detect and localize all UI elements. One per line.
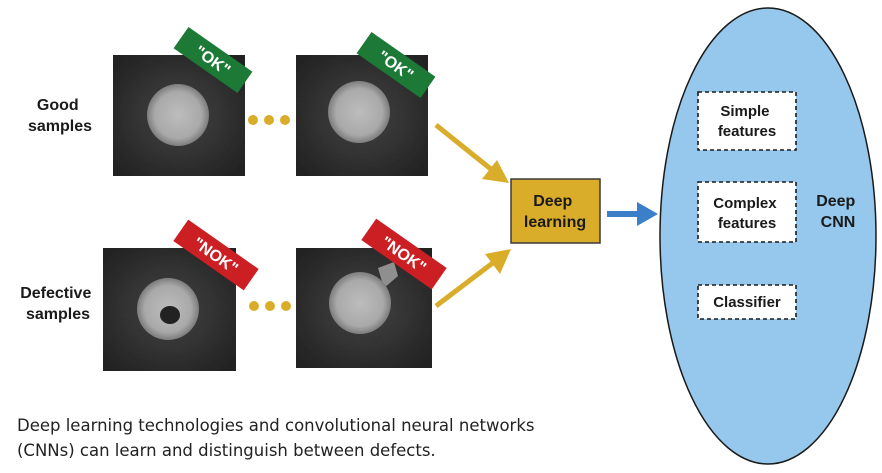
- figure-caption: Deep learning technologies and convoluti…: [17, 413, 657, 463]
- svg-text:Deep learning: Deep learning: [524, 193, 586, 231]
- deep-cnn-title: Deep CNN: [816, 193, 860, 231]
- cnn-stage-complex-features: Complex features: [697, 181, 797, 243]
- deep-learning-box: Deep learning: [510, 178, 601, 244]
- arrow-to-deep-cnn: [607, 202, 658, 226]
- cnn-stage-simple-features: Simple features: [697, 91, 797, 151]
- void-defect: [160, 306, 180, 324]
- good-samples-ellipsis: [248, 115, 290, 125]
- defective-samples-label: Defective samples: [20, 285, 96, 323]
- arrow-defective-to-deep-learning: [434, 249, 511, 308]
- defective-sample-image-1: [103, 248, 236, 371]
- svg-text:Classifier: Classifier: [713, 294, 781, 311]
- svg-text:Complex features: Complex features: [713, 195, 781, 232]
- caption-line-1: Deep learning technologies and convoluti…: [17, 416, 535, 435]
- svg-text:Simple features: Simple features: [718, 103, 776, 140]
- cnn-stage-classifier: Classifier: [697, 284, 797, 320]
- arrow-good-to-deep-learning: [434, 123, 509, 183]
- caption-line-2: (CNNs) can learn and distinguish between…: [17, 441, 436, 460]
- good-samples-label: Good samples: [28, 97, 92, 135]
- defective-samples-ellipsis: [249, 301, 291, 311]
